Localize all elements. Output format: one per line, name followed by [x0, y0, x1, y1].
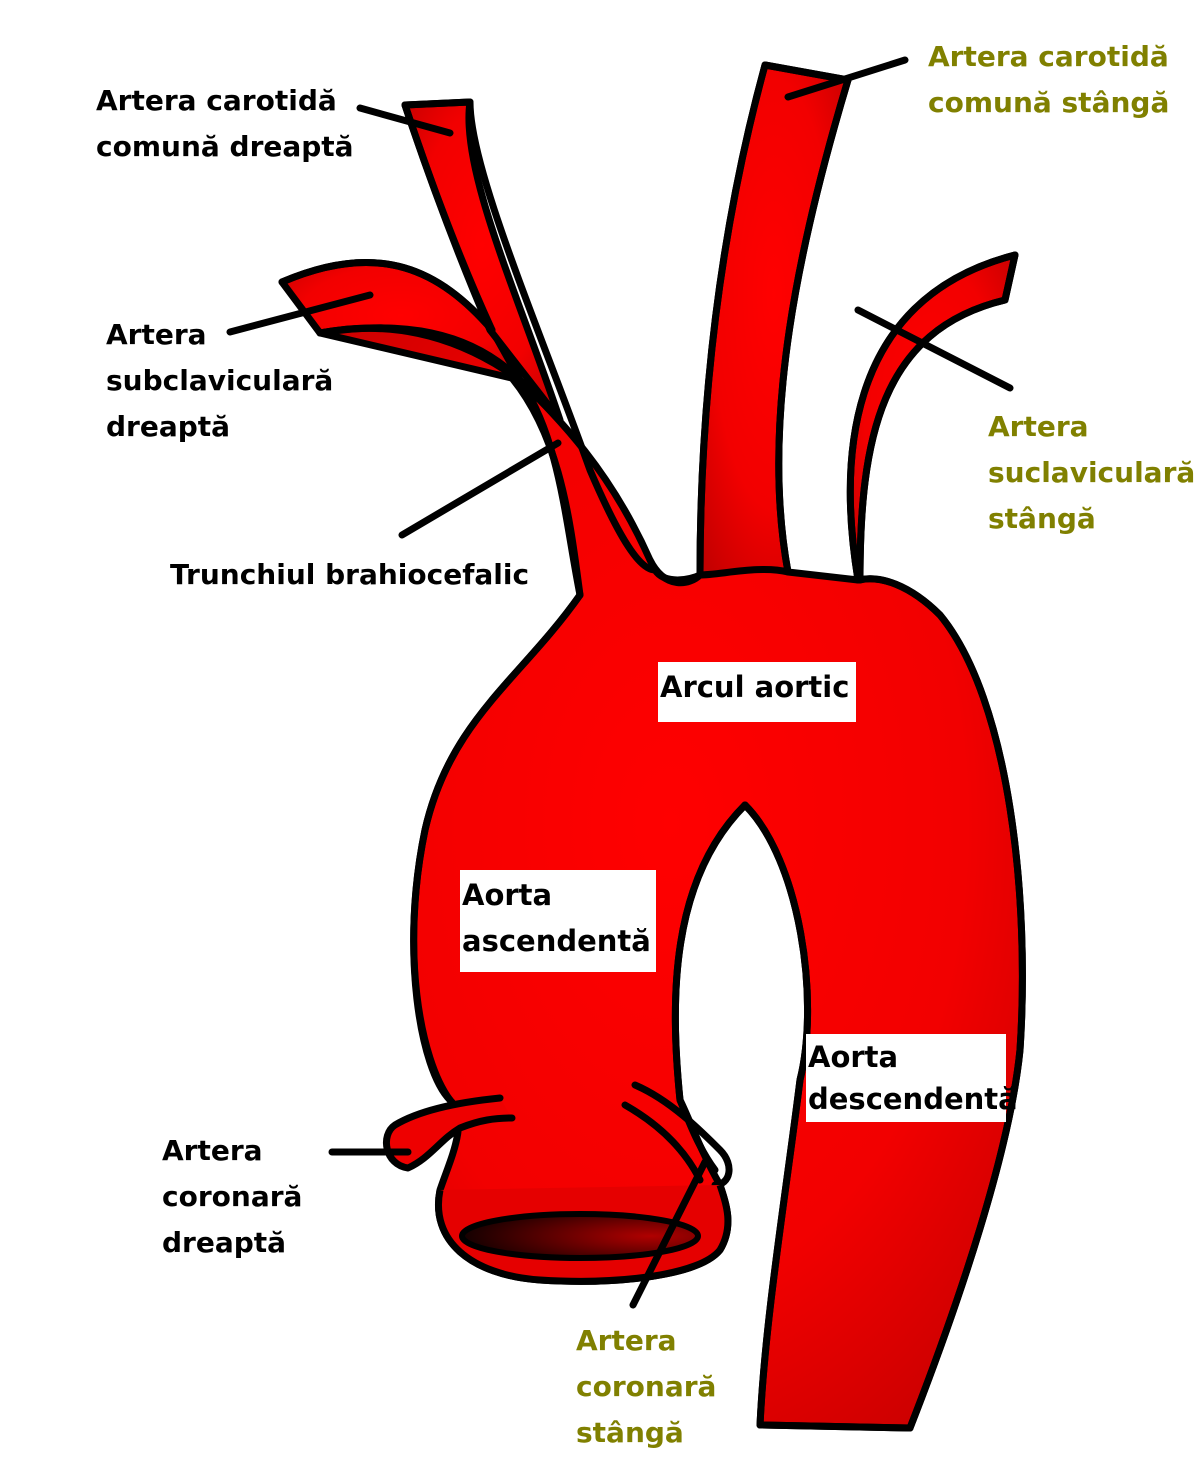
label-aortic-arch: Arcul aortic [658, 662, 856, 722]
label-ascending-aorta: Aorta ascendentă [460, 870, 656, 972]
label-line: suclaviculară [988, 456, 1196, 489]
label-line: descendentă [808, 1082, 1018, 1116]
leader-right-carotid [356, 104, 454, 137]
left-common-carotid [696, 61, 852, 579]
label-line: coronară [576, 1370, 717, 1403]
leader-left-subclavian [854, 306, 1014, 392]
label-left-coronary: Artera coronară stângă [576, 1318, 716, 1456]
leader-right-subclavian [226, 291, 374, 336]
label-line: Artera [988, 410, 1089, 443]
aortic-valve-opening [459, 1211, 701, 1261]
label-line: Arcul aortic [660, 670, 850, 704]
label-line: subclaviculară [106, 364, 334, 397]
label-line: Aorta [462, 878, 553, 912]
label-descending-aorta: Aorta descendentă [806, 1034, 1018, 1122]
label-line: ascendentă [462, 924, 651, 958]
label-line: stângă [576, 1416, 684, 1449]
label-left-common-carotid: Artera carotidă comună stângă [928, 34, 1169, 126]
leader-left-coronary [629, 1158, 709, 1309]
label-right-subclavian: Artera subclaviculară dreaptă [106, 312, 333, 450]
leader-left-carotid [784, 56, 909, 101]
label-line: coronară [162, 1180, 303, 1213]
label-right-coronary: Artera coronară dreaptă [162, 1128, 302, 1266]
label-line: Artera carotidă [96, 84, 337, 117]
label-left-subclavian: Artera suclaviculară stângă [988, 404, 1195, 542]
label-line: Artera [162, 1134, 263, 1167]
left-coronary-artery [631, 1081, 733, 1189]
right-coronary-artery [383, 1094, 516, 1172]
label-line: Aorta [808, 1040, 899, 1074]
label-right-common-carotid: Artera carotidă comună dreaptă [96, 78, 354, 170]
label-line: Artera [576, 1324, 677, 1357]
label-line: dreaptă [106, 410, 231, 443]
label-line: stângă [988, 502, 1096, 535]
label-brachiocephalic-trunk: Trunchiul brahiocefalic [170, 552, 529, 598]
label-line: Artera carotidă [928, 40, 1169, 73]
leader-brachiocephalic [398, 439, 562, 539]
label-line: comună stângă [928, 86, 1170, 119]
label-line: comună dreaptă [96, 130, 354, 163]
label-line: Trunchiul brahiocefalic [170, 558, 530, 591]
label-line: dreaptă [162, 1226, 287, 1259]
label-line: Artera [106, 318, 207, 351]
